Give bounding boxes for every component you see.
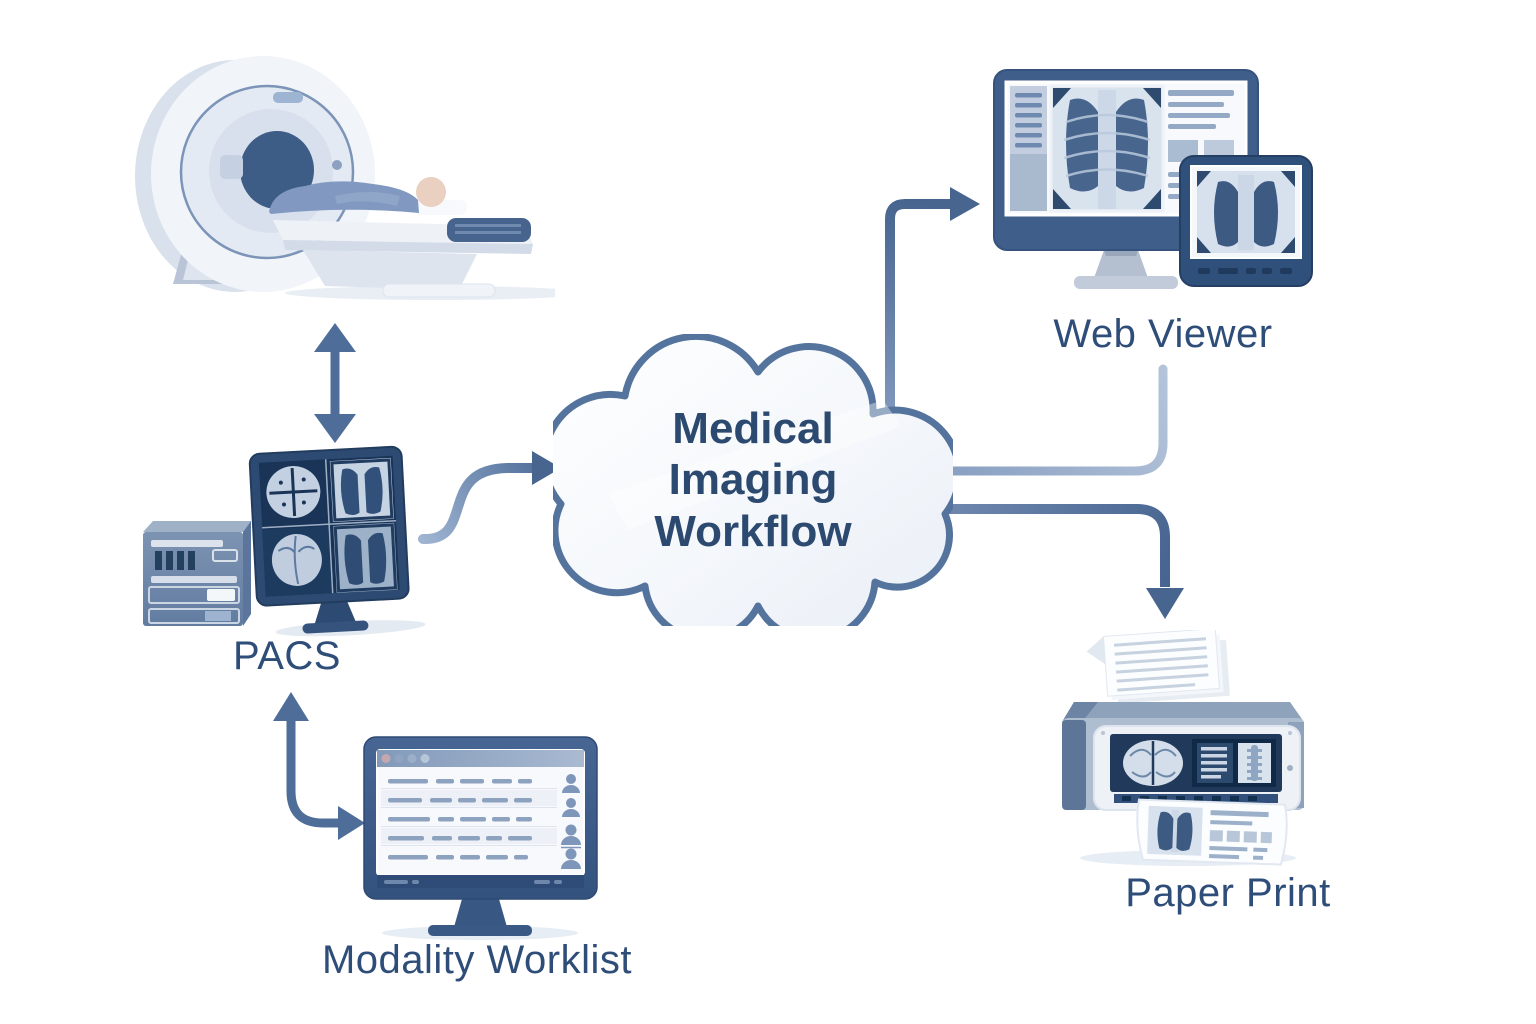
cloud-outline — [553, 334, 953, 626]
worklist-patient-icons — [561, 774, 581, 869]
edge-cloud-webviewer — [885, 187, 980, 455]
paper-print-label: Paper Print — [1125, 871, 1331, 915]
web-viewer-icon — [993, 69, 1313, 289]
mri-gantry — [135, 56, 375, 292]
printer-output-slot — [1114, 794, 1278, 803]
tablet-buttons — [1198, 268, 1292, 274]
web-viewer-label: Web Viewer — [1053, 312, 1273, 356]
pacs-label: PACS — [233, 634, 341, 678]
edge-pacs-worklist — [273, 692, 365, 840]
cloud-highlight — [608, 400, 901, 530]
mri-scanner-icon — [135, 56, 555, 300]
edge-cloud-paperprint — [945, 504, 1184, 619]
printer-display — [1110, 734, 1282, 792]
server-tower — [143, 521, 251, 626]
worklist-titlebar — [377, 750, 584, 767]
paper-print-icon — [1062, 630, 1304, 866]
worklist-bezel — [377, 875, 584, 888]
edge-webviewer-cloud — [940, 364, 1168, 476]
edge-scanner-pacs — [314, 323, 356, 443]
pacs-screen-images — [262, 457, 398, 597]
patient — [269, 177, 467, 215]
edge-pacs-cloud — [418, 451, 561, 544]
worklist-rows — [381, 779, 557, 860]
pacs-monitor-icon — [248, 445, 426, 637]
modality-worklist-icon — [363, 736, 598, 940]
mri-table-end — [447, 218, 531, 242]
pacs-server-icon — [143, 521, 251, 626]
printer-printed-sheet — [1136, 798, 1288, 866]
printer-paper-stack — [1086, 630, 1230, 704]
webviewer-tablet — [1179, 155, 1313, 287]
cloud-shape — [553, 334, 953, 626]
modality-worklist-label: Modality Worklist — [321, 938, 633, 982]
